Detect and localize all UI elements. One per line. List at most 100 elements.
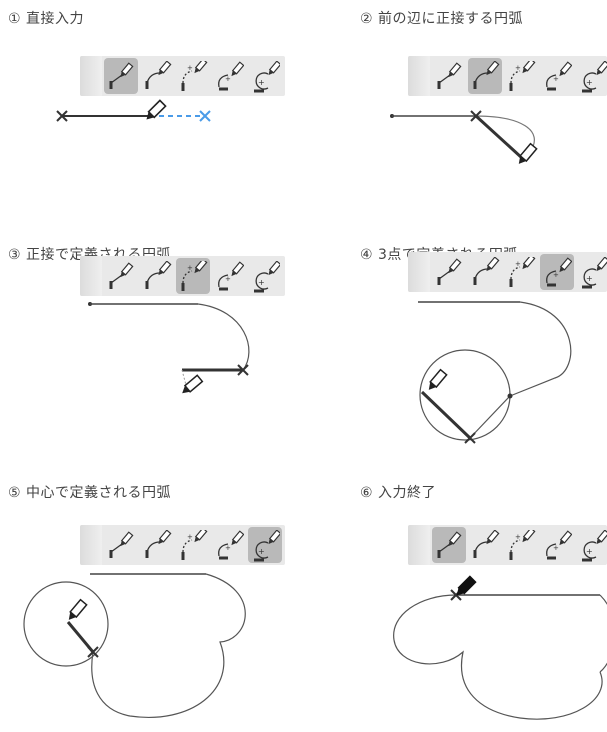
tool-arc-tangent-defined[interactable]: + — [504, 254, 538, 290]
tool-arc-3point[interactable]: + — [212, 527, 246, 563]
toolbar-step-3: + + + — [80, 256, 285, 296]
pencil-cursor-icon — [518, 142, 538, 164]
tool-tangent-arc[interactable] — [140, 258, 174, 294]
line-tool-icon — [109, 531, 134, 558]
tool-arc-3point[interactable]: + — [540, 254, 574, 290]
step-5-title: ⑤ 中心で定義される円弧 — [8, 485, 172, 501]
arc-3point-tool-icon: + — [218, 530, 244, 560]
tool-tangent-arc[interactable] — [140, 58, 174, 94]
tool-line[interactable] — [104, 258, 138, 294]
svg-text:+: + — [225, 544, 231, 552]
line-tool-icon — [437, 258, 462, 285]
pencil-cursor-icon — [456, 575, 477, 596]
arc-tangent-defined-tool-icon: + — [181, 261, 208, 291]
toolbar-grip[interactable] — [408, 56, 430, 96]
tool-arc-center[interactable]: + — [576, 58, 607, 94]
arc-3point-tool-icon: + — [218, 61, 244, 91]
arc-tangent-defined-tool-icon: + — [509, 530, 536, 560]
tool-line[interactable] — [104, 527, 138, 563]
tangent-arc-tool-icon — [145, 61, 172, 89]
tool-arc-tangent-defined[interactable]: + — [176, 527, 210, 563]
svg-text:+: + — [258, 78, 265, 87]
tool-arc-tangent-defined[interactable]: + — [176, 258, 210, 294]
svg-text:+: + — [515, 64, 521, 72]
svg-text:+: + — [515, 533, 521, 541]
arc-center-tool-icon: + — [254, 261, 280, 293]
tangent-arc-tool-icon — [145, 261, 172, 289]
toolbar-step-4: + + + — [408, 252, 607, 292]
arc-center-tool-icon: + — [582, 530, 607, 562]
svg-text:+: + — [553, 271, 559, 279]
tool-arc-tangent-defined[interactable]: + — [504, 527, 538, 563]
pencil-cursor-icon — [428, 368, 448, 390]
svg-text:+: + — [586, 274, 593, 283]
svg-text:+: + — [187, 533, 193, 541]
tangent-arc-tool-icon — [473, 61, 500, 89]
svg-text:+: + — [553, 544, 559, 552]
tool-arc-3point[interactable]: + — [212, 58, 246, 94]
endpoint-x-icon — [56, 110, 68, 122]
arc-center-tool-icon: + — [582, 61, 607, 93]
toolbar-step-6: + + + — [408, 525, 607, 565]
arc-center-tool-icon: + — [254, 530, 280, 562]
pencil-cursor-icon — [146, 99, 167, 120]
svg-text:+: + — [187, 264, 193, 272]
tool-arc-center[interactable]: + — [248, 58, 282, 94]
toolbar-grip[interactable] — [80, 525, 102, 565]
toolbar-grip[interactable] — [80, 256, 102, 296]
svg-text:+: + — [586, 547, 593, 556]
tool-arc-center[interactable]: + — [248, 258, 282, 294]
arc-center-tool-icon: + — [582, 257, 607, 289]
svg-text:+: + — [225, 75, 231, 83]
tool-tangent-arc[interactable] — [468, 527, 502, 563]
tool-line[interactable] — [432, 527, 466, 563]
line-tool-icon — [437, 531, 462, 558]
tool-tangent-arc[interactable] — [468, 58, 502, 94]
arc-3point-tool-icon: + — [218, 261, 244, 291]
cursor-x-icon — [199, 110, 211, 122]
line-tool-icon — [109, 62, 134, 89]
tool-arc-center[interactable]: + — [248, 527, 282, 563]
arc-tangent-defined-tool-icon: + — [181, 530, 208, 560]
svg-text:+: + — [258, 278, 265, 287]
tool-arc-center[interactable]: + — [576, 527, 607, 563]
arc-3point-tool-icon: + — [546, 257, 572, 287]
svg-text:+: + — [553, 75, 559, 83]
toolbar-step-2: + + + — [408, 56, 607, 96]
svg-text:+: + — [515, 260, 521, 268]
tool-line[interactable] — [432, 58, 466, 94]
pencil-cursor-icon — [68, 598, 88, 620]
tool-arc-tangent-defined[interactable]: + — [176, 58, 210, 94]
arc-tangent-defined-tool-icon: + — [509, 61, 536, 91]
tool-line[interactable] — [432, 254, 466, 290]
toolbar-grip[interactable] — [408, 252, 430, 292]
svg-text:+: + — [225, 275, 231, 283]
tangent-arc-tool-icon — [473, 257, 500, 285]
tangent-arc-tool-icon — [145, 530, 172, 558]
line-tool-icon — [109, 262, 134, 289]
tool-line[interactable] — [104, 58, 138, 94]
toolbar-grip[interactable] — [408, 525, 430, 565]
toolbar-grip[interactable] — [80, 56, 102, 96]
tool-tangent-arc[interactable] — [468, 254, 502, 290]
tool-arc-3point[interactable]: + — [212, 258, 246, 294]
tangent-arc-tool-icon — [473, 530, 500, 558]
tool-arc-center[interactable]: + — [576, 254, 607, 290]
tool-arc-3point[interactable]: + — [540, 527, 574, 563]
arc-center-tool-icon: + — [254, 61, 280, 93]
tool-arc-tangent-defined[interactable]: + — [504, 58, 538, 94]
tool-tangent-arc[interactable] — [140, 527, 174, 563]
arc-tangent-defined-tool-icon: + — [181, 61, 208, 91]
toolbar-step-1: + + + — [80, 56, 285, 96]
tool-arc-3point[interactable]: + — [540, 58, 574, 94]
line-tool-icon — [437, 62, 462, 89]
pencil-cursor-icon — [182, 374, 204, 394]
arc-3point-tool-icon: + — [546, 530, 572, 560]
svg-text:+: + — [187, 64, 193, 72]
